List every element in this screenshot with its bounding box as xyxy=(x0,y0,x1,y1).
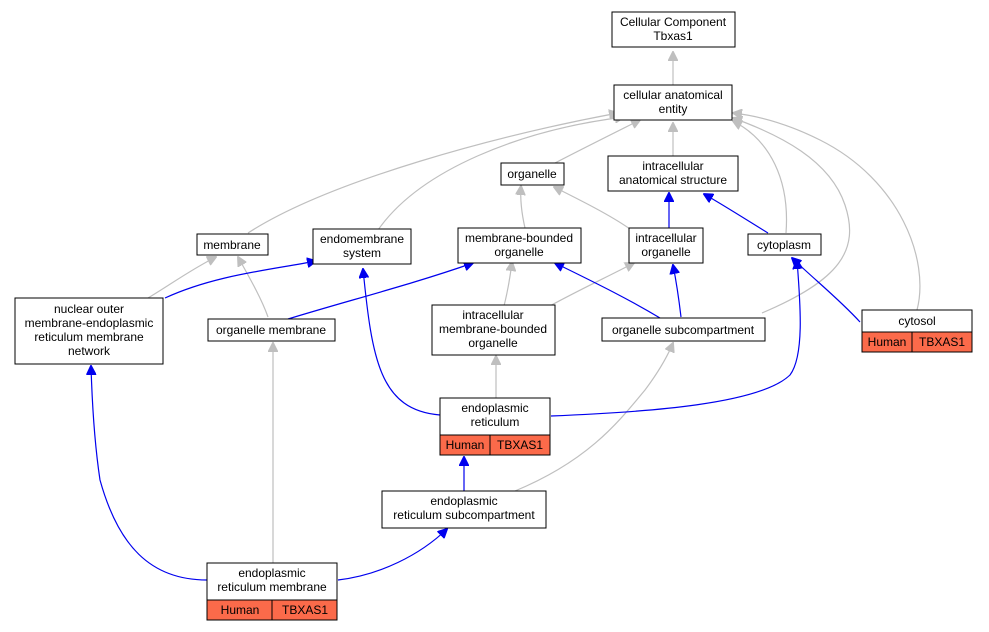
node-endoplasmic-reticulum-membrane[interactable]: endoplasmic reticulum membrane Human TBX… xyxy=(206,562,338,621)
edge-er-endomembrane xyxy=(363,269,441,416)
node-label-line: intracellular xyxy=(642,159,703,173)
edge-endomembrane-cae xyxy=(377,117,624,231)
node-membrane-bounded-organelle[interactable]: membrane-bounded organelle xyxy=(457,227,582,264)
annotation-gene: TBXAS1 xyxy=(919,335,965,349)
edge-imbo-io xyxy=(547,263,634,308)
edge-osc-cae xyxy=(733,118,851,314)
node-label-line: Tbxas1 xyxy=(653,29,693,43)
edge-organelle-cae xyxy=(554,120,640,164)
node-label-line: membrane-bounded xyxy=(465,231,573,245)
edges xyxy=(91,52,921,581)
node-endoplasmic-reticulum[interactable]: endoplasmic reticulum Human TBXAS1 xyxy=(439,397,551,456)
node-label-line: network xyxy=(68,344,111,358)
annotation-row: Human TBXAS1 xyxy=(206,599,338,621)
node-cellular-anatomical-entity[interactable]: cellular anatomical entity xyxy=(613,84,733,121)
node-endomembrane-system[interactable]: endomembrane system xyxy=(312,228,412,265)
node-label-line: organelle xyxy=(641,245,691,259)
node-cytoplasm[interactable]: cytoplasm xyxy=(747,233,822,256)
node-label-line: membrane xyxy=(203,238,261,252)
node-label-line: reticulum membrane xyxy=(217,580,327,594)
annotation-species: Human xyxy=(446,438,485,452)
edge-om-membrane xyxy=(238,257,269,318)
node-label-line: cellular anatomical xyxy=(623,88,722,102)
edge-ersc-osc xyxy=(514,343,673,492)
edge-cytoplasm-cae xyxy=(733,121,788,234)
annotation-gene: TBXAS1 xyxy=(282,603,328,617)
node-label-line: intracellular xyxy=(635,231,696,245)
edge-osc-io xyxy=(673,265,682,318)
edge-mbo-organelle xyxy=(521,186,525,229)
node-label-line: organelle xyxy=(507,167,557,181)
nodes: Cellular Component Tbxas1 cellular anato… xyxy=(14,11,973,621)
node-label-line: endoplasmic xyxy=(430,494,497,508)
annotation-row: Human TBXAS1 xyxy=(861,331,973,353)
annotation-gene: TBXAS1 xyxy=(497,438,543,452)
node-label-line: nuclear outer xyxy=(54,302,124,316)
edge-erm-nomer xyxy=(91,366,208,581)
edge-om-mbo xyxy=(287,263,473,320)
node-endoplasmic-reticulum-subcompartment[interactable]: endoplasmic reticulum subcompartment xyxy=(381,490,547,529)
node-label-line: organelle xyxy=(494,245,544,259)
node-label-line: endoplasmic xyxy=(461,401,528,415)
edge-er-cytoplasm xyxy=(550,260,800,417)
node-membrane[interactable]: membrane xyxy=(196,233,269,256)
edge-cytosol-cytoplasm xyxy=(792,258,861,323)
node-label-line: reticulum xyxy=(471,415,520,429)
node-label-line: Cellular Component xyxy=(620,15,727,29)
node-label-line: cytoplasm xyxy=(757,238,811,252)
node-intracellular-anatomical-structure[interactable]: intracellular anatomical structure xyxy=(607,155,739,192)
node-label-line: entity xyxy=(659,102,688,116)
node-intracellular-membrane-bounded-organelle[interactable]: intracellular membrane-bounded organelle xyxy=(431,304,556,356)
node-label-line: cytosol xyxy=(898,314,935,328)
node-organelle[interactable]: organelle xyxy=(500,162,565,186)
edge-nomer-endomembrane xyxy=(164,261,316,299)
node-label-line: anatomical structure xyxy=(619,173,727,187)
edge-cytosol-cae xyxy=(733,113,921,311)
node-label-line: organelle xyxy=(468,336,518,350)
node-organelle-subcompartment[interactable]: organelle subcompartment xyxy=(601,317,766,342)
edge-nomer-membrane xyxy=(147,257,216,299)
node-label-line: intracellular xyxy=(462,308,523,322)
annotation-species: Human xyxy=(868,335,907,349)
edge-membrane-cae xyxy=(247,113,618,234)
node-label-line: organelle subcompartment xyxy=(612,323,755,337)
edge-cytoplasm-ias xyxy=(704,194,769,234)
node-cytosol[interactable]: cytosol Human TBXAS1 xyxy=(861,309,973,353)
annotation-species: Human xyxy=(221,603,260,617)
node-nuclear-outer-membrane-er-membrane-network[interactable]: nuclear outer membrane-endoplasmic retic… xyxy=(14,297,164,365)
node-label-line: reticulum membrane xyxy=(34,330,144,344)
node-organelle-membrane[interactable]: organelle membrane xyxy=(207,318,336,342)
edge-osc-mbo xyxy=(555,263,661,319)
node-label-line: membrane-endoplasmic xyxy=(25,316,154,330)
node-label-line: reticulum subcompartment xyxy=(393,508,535,522)
edge-imbo-mbo xyxy=(503,262,512,307)
edge-erm-ersc xyxy=(337,529,447,581)
node-label-line: endoplasmic xyxy=(238,566,305,580)
node-cellular-component-root[interactable]: Cellular Component Tbxas1 xyxy=(611,11,736,48)
node-label-line: organelle membrane xyxy=(216,323,326,337)
node-label-line: membrane-bounded xyxy=(439,322,547,336)
node-label-line: system xyxy=(343,246,381,260)
node-intracellular-organelle[interactable]: intracellular organelle xyxy=(628,227,704,264)
edge-io-organelle xyxy=(554,187,631,230)
annotation-row: Human TBXAS1 xyxy=(439,434,551,456)
node-label-line: endomembrane xyxy=(320,232,404,246)
